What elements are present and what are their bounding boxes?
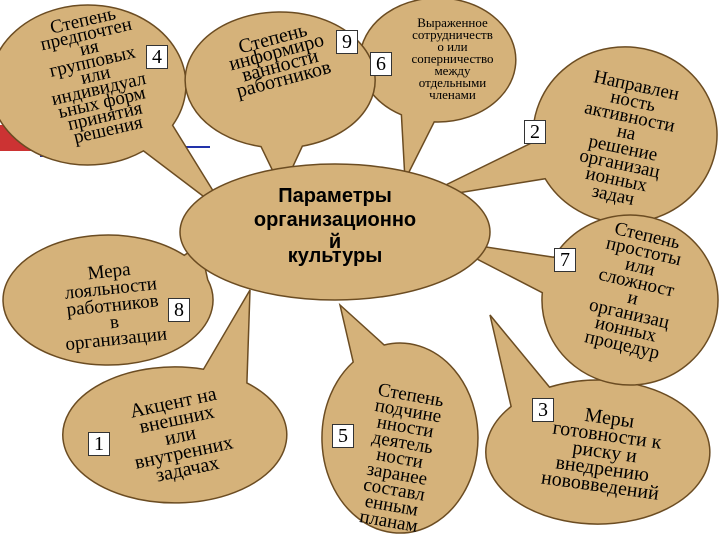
- callout-bubble-5: [321, 302, 479, 534]
- number-badge-3: 3: [532, 398, 554, 422]
- callout-line: членами: [429, 87, 476, 102]
- center-title-line: организационно: [253, 209, 417, 231]
- callout-bubble-8: [2, 234, 214, 366]
- number-badge-5: 5: [332, 424, 354, 448]
- callout-line: между: [434, 63, 471, 78]
- number-badge-4: 4: [146, 45, 168, 69]
- center-title-line: культуры: [287, 245, 383, 267]
- callout-bubble-9: [184, 11, 376, 192]
- center-ellipse: [179, 163, 491, 301]
- callout-bubble-7: [439, 214, 719, 386]
- number-badge-7: 7: [554, 248, 576, 272]
- callout-line: о или: [437, 39, 468, 54]
- callout-line: отдельными: [418, 75, 487, 90]
- number-badge-2: 2: [524, 120, 546, 144]
- callout-line: соперничество: [411, 51, 494, 66]
- callout-bubble-1: [62, 289, 288, 504]
- number-badge-9: 9: [336, 30, 358, 54]
- center-title-line: Параметры: [278, 185, 392, 207]
- callout-line: сотрудничеств: [412, 27, 493, 42]
- callout-bubble-3: [485, 314, 711, 525]
- number-badge-6: 6: [370, 52, 392, 76]
- callout-line: Выраженное: [417, 15, 488, 30]
- callout-bubble-4: [0, 4, 229, 216]
- number-badge-8: 8: [168, 298, 190, 322]
- number-badge-1: 1: [88, 432, 110, 456]
- center-title-line: й: [328, 231, 342, 253]
